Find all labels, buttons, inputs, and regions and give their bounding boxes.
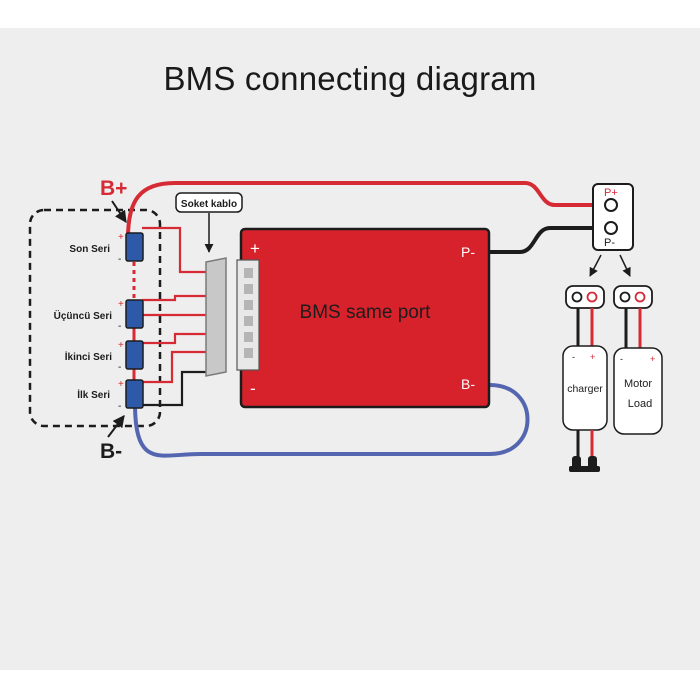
b-plus-arrow: [111, 200, 127, 223]
cell-ucuncu-seri: [125, 299, 144, 329]
bms-b-minus-label: B-: [461, 376, 475, 392]
balance-wire-1: [142, 350, 208, 384]
balance-wire-ground: [142, 370, 208, 407]
socket-label: Soket kablo: [181, 199, 237, 210]
port-p-plus-label: P+: [604, 187, 618, 199]
bms-balance-header: [236, 259, 260, 371]
battery-pack-outline: [28, 208, 162, 428]
charger-minus-marker: -: [572, 352, 575, 362]
bms-header-pins: [244, 268, 253, 358]
cell-plus-marker-son: +: [118, 232, 124, 243]
battery-b-minus-label: B-: [100, 440, 122, 463]
b-minus-wire: [133, 383, 530, 458]
cell-minus-marker-ucuncu: -: [118, 321, 121, 332]
port-p-minus-label: P-: [604, 237, 615, 249]
motor-plus-marker: +: [650, 354, 655, 364]
charger-body: [562, 345, 608, 431]
cell-son-seri: [125, 232, 144, 262]
charger-plus-marker: +: [590, 352, 595, 362]
cell-label-ucuncu-seri: Üçüncü Seri: [54, 309, 113, 322]
cell-minus-marker-ikinci: -: [118, 362, 121, 373]
balance-wire-2: [142, 332, 208, 345]
socket-connector: [205, 257, 227, 377]
motor-minus-marker: -: [620, 354, 623, 364]
bms-label: BMS same port: [300, 302, 432, 323]
cell-ikinci-seri: [125, 340, 144, 370]
bms-p-minus-label: P-: [461, 244, 475, 260]
bms-plus-marker: +: [250, 239, 260, 258]
cell-label-ilk-seri: İlk Seri: [77, 388, 110, 401]
cell-ilk-seri: [125, 379, 144, 409]
cell-label-ikinci-seri: İkinci Seri: [65, 350, 112, 363]
cell-plus-marker-ilk: +: [118, 379, 124, 390]
load-label: Load: [628, 398, 652, 410]
charger-label: charger: [567, 383, 603, 395]
charger-plug: [565, 285, 605, 309]
diagram-title: BMS connecting diagram: [163, 60, 537, 97]
port-to-charger-arrow: [589, 254, 602, 277]
b-minus-arrow: [107, 415, 125, 438]
b-plus-wire: [126, 181, 598, 239]
cell-plus-marker-ikinci: +: [118, 340, 124, 351]
charger-mains-plug: [569, 456, 600, 472]
balance-wire-4: [142, 226, 208, 274]
cell-label-son-seri: Son Seri: [69, 244, 110, 255]
motor-plug: [613, 285, 653, 309]
cell-plus-marker-ucuncu: +: [118, 299, 124, 310]
motor-label: Motor: [624, 378, 652, 390]
motor-load-body: [613, 347, 663, 435]
socket-label-box: [175, 192, 243, 213]
port-to-motor-arrow: [619, 254, 631, 277]
cell-minus-marker-ilk: -: [118, 401, 121, 412]
cell-minus-marker-son: -: [118, 254, 121, 265]
balance-wire-3a: [142, 294, 208, 302]
port-p-plus-terminal: [604, 198, 618, 212]
bms-minus-marker: -: [250, 379, 256, 398]
p-minus-wire: [482, 226, 598, 254]
battery-b-plus-label: B+: [100, 177, 127, 200]
port-p-minus-terminal: [604, 221, 618, 235]
output-port: [592, 183, 634, 251]
